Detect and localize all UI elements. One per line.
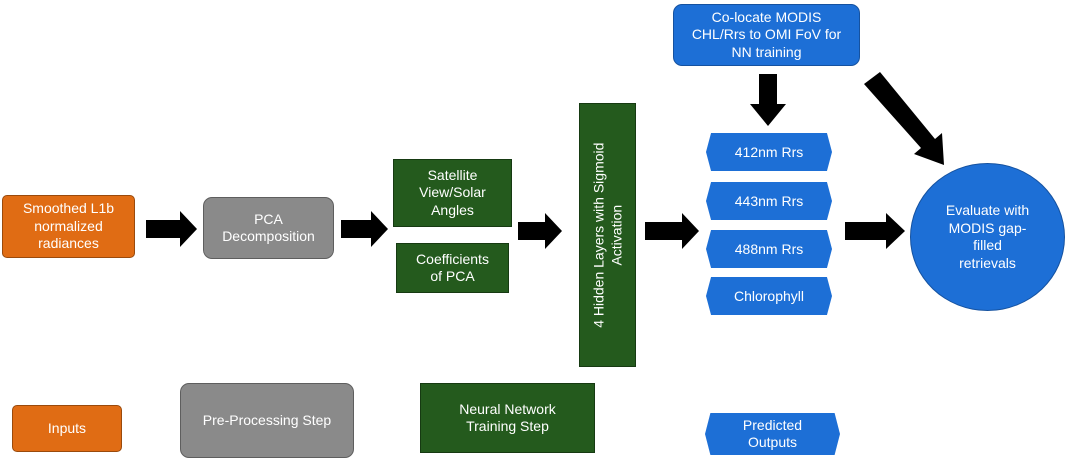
output-chlorophyll: Chlorophyll — [706, 277, 832, 315]
legend-training-line-1: Neural Network — [459, 400, 556, 417]
output-488nm-rrs: 488nm Rrs — [706, 230, 832, 268]
colocate-line-2: CHL/Rrs to OMI FoV for — [691, 26, 842, 43]
coefficients-line-2: of PCA — [430, 268, 475, 284]
pca-line-1: PCA — [254, 210, 283, 227]
pca-decomposition-box: PCA Decomposition — [203, 197, 334, 259]
arrow-inputs-to-pca — [146, 211, 197, 247]
output-412nm-rrs-label: 412nm Rrs — [734, 143, 804, 160]
colocate-modis-box: Co-locate MODIS CHL/Rrs to OMI FoV for N… — [673, 4, 860, 66]
colocate-line-3: NN training — [731, 43, 802, 60]
legend-outputs-line-2: Outputs — [747, 434, 798, 450]
inputs-line-2: normalized — [34, 217, 103, 234]
angles-line-2: View/Solar — [419, 184, 486, 201]
coefficients-of-pca-box: Coefficients of PCA — [396, 243, 509, 293]
output-412nm-rrs: 412nm Rrs — [706, 133, 832, 171]
output-chlorophyll-label: Chlorophyll — [733, 287, 805, 304]
output-443nm-rrs-label: 443nm Rrs — [734, 192, 804, 209]
legend-preprocessing: Pre-Processing Step — [180, 383, 354, 458]
arrow-colocate-to-outputs — [750, 74, 786, 126]
hidden-layers-box: 4 Hidden Layers with Sigmoid Activation — [579, 103, 636, 367]
angles-line-3: Angles — [431, 201, 474, 218]
legend-training: Neural Network Training Step — [420, 383, 595, 453]
arrow-hidden-to-outputs — [645, 213, 699, 249]
legend-inputs: Inputs — [12, 405, 122, 452]
legend-training-line-2: Training Step — [466, 418, 549, 434]
inputs-box: Smoothed L1b normalized radiances — [2, 195, 135, 258]
pca-line-2: Decomposition — [222, 228, 315, 244]
legend-outputs-line-1: Predicted — [742, 417, 803, 434]
evaluate-line-1: Evaluate with — [945, 202, 1030, 218]
evaluate-line-4: retrievals — [959, 254, 1016, 271]
evaluate-ellipse: Evaluate with MODIS gap- filled retrieva… — [910, 163, 1065, 311]
arrow-features-to-hidden — [518, 213, 562, 249]
inputs-line-1: Smoothed L1b — [22, 200, 115, 217]
arrow-pca-to-features — [341, 211, 388, 247]
hidden-layers-line-1: 4 Hidden Layers with Sigmoid — [590, 142, 607, 328]
legend-preprocessing-label: Pre-Processing Step — [202, 411, 332, 428]
satellite-angles-box: Satellite View/Solar Angles — [393, 159, 512, 227]
inputs-line-3: radiances — [38, 235, 99, 252]
arrow-colocate-to-evaluate — [864, 72, 944, 165]
angles-line-1: Satellite — [427, 166, 478, 183]
evaluate-line-3: filled — [973, 237, 1002, 253]
output-443nm-rrs: 443nm Rrs — [706, 182, 832, 220]
evaluate-line-2: MODIS gap- — [948, 219, 1027, 236]
output-488nm-rrs-label: 488nm Rrs — [734, 240, 804, 257]
arrow-outputs-to-evaluate — [845, 213, 905, 249]
legend-inputs-label: Inputs — [47, 419, 87, 436]
coefficients-line-1: Coefficients — [416, 250, 489, 267]
legend-predicted-outputs: Predicted Outputs — [705, 413, 840, 455]
hidden-layers-line-2: Activation — [608, 204, 625, 266]
colocate-line-1: Co-locate MODIS — [711, 8, 822, 25]
